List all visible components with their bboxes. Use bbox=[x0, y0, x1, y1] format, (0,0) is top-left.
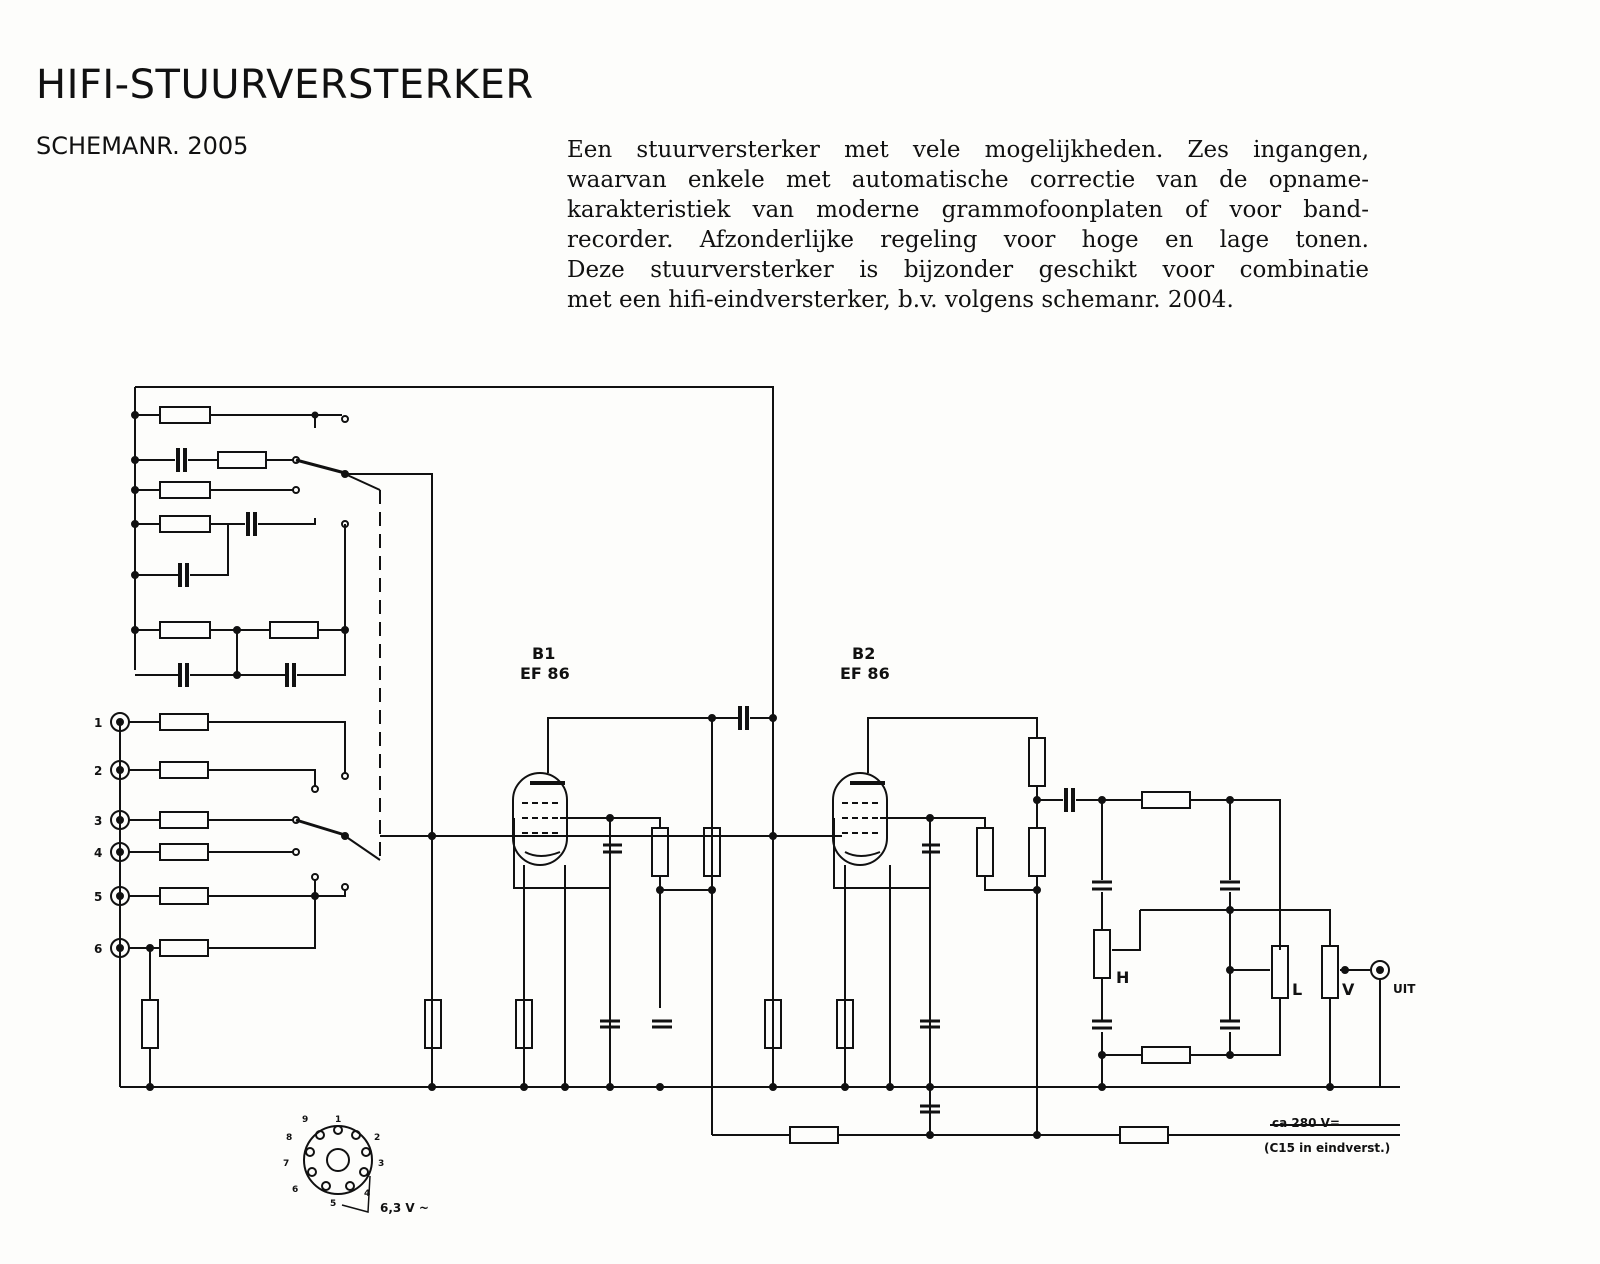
socket-pin-9: 9 bbox=[302, 1115, 308, 1125]
socket-pin-1: 1 bbox=[335, 1115, 341, 1125]
tube-b2-name: B2 bbox=[852, 644, 875, 663]
pot-l-label: L bbox=[1292, 980, 1302, 999]
input-5-label: 5 bbox=[94, 890, 102, 904]
tube-b2-type: EF 86 bbox=[840, 664, 890, 683]
tube-b1-name: B1 bbox=[532, 644, 555, 663]
input-network bbox=[131, 386, 774, 1087]
socket-pin-6: 6 bbox=[292, 1185, 298, 1195]
input-3-label: 3 bbox=[94, 814, 102, 828]
pot-h-label: H bbox=[1116, 968, 1129, 987]
supply-note: (C15 in eindverst.) bbox=[1264, 1141, 1390, 1155]
description-line: karakteristiek van moderne grammofoonpla… bbox=[567, 197, 1369, 223]
input-2-label: 2 bbox=[94, 764, 102, 778]
schema-number: SCHEMANR. 2005 bbox=[36, 132, 249, 160]
input-6-label: 6 bbox=[94, 942, 102, 956]
tube-b2 bbox=[773, 717, 1046, 1135]
description-line: Een stuurversterker met vele mogelijkhed… bbox=[567, 137, 1369, 163]
output-label: UIT bbox=[1393, 982, 1416, 996]
description-line: recorder. Afzonderlijke regeling voor ho… bbox=[567, 227, 1369, 253]
tone-control bbox=[1037, 788, 1390, 1091]
tube-socket-icon bbox=[303, 1125, 373, 1213]
input-4-label: 4 bbox=[94, 846, 102, 860]
page-title: HIFI-STUURVERSTERKER bbox=[36, 62, 534, 108]
supply-voltage: ca 280 V= bbox=[1272, 1116, 1340, 1130]
heater-voltage: 6,3 V ~ bbox=[380, 1201, 429, 1215]
tube-b1-type: EF 86 bbox=[520, 664, 570, 683]
pot-v-label: V bbox=[1342, 980, 1355, 999]
input-1-label: 1 bbox=[94, 716, 102, 730]
supply-line bbox=[712, 1087, 1400, 1144]
description: Een stuurversterker met vele mogelijkhed… bbox=[567, 135, 1369, 315]
socket-pin-4: 4 bbox=[364, 1189, 370, 1199]
description-line: waarvan enkele met automatische correcti… bbox=[567, 167, 1369, 193]
description-line: met een hifi-eindversterker, b.v. volgen… bbox=[567, 287, 1234, 313]
tube-b1 bbox=[146, 706, 782, 1135]
socket-pin-3: 3 bbox=[378, 1159, 384, 1169]
socket-pin-5: 5 bbox=[330, 1199, 336, 1209]
socket-pin-8: 8 bbox=[286, 1133, 292, 1143]
description-line: Deze stuurversterker is bijzonder geschi… bbox=[567, 257, 1369, 283]
socket-pin-2: 2 bbox=[374, 1133, 380, 1143]
socket-pin-7: 7 bbox=[283, 1159, 289, 1169]
